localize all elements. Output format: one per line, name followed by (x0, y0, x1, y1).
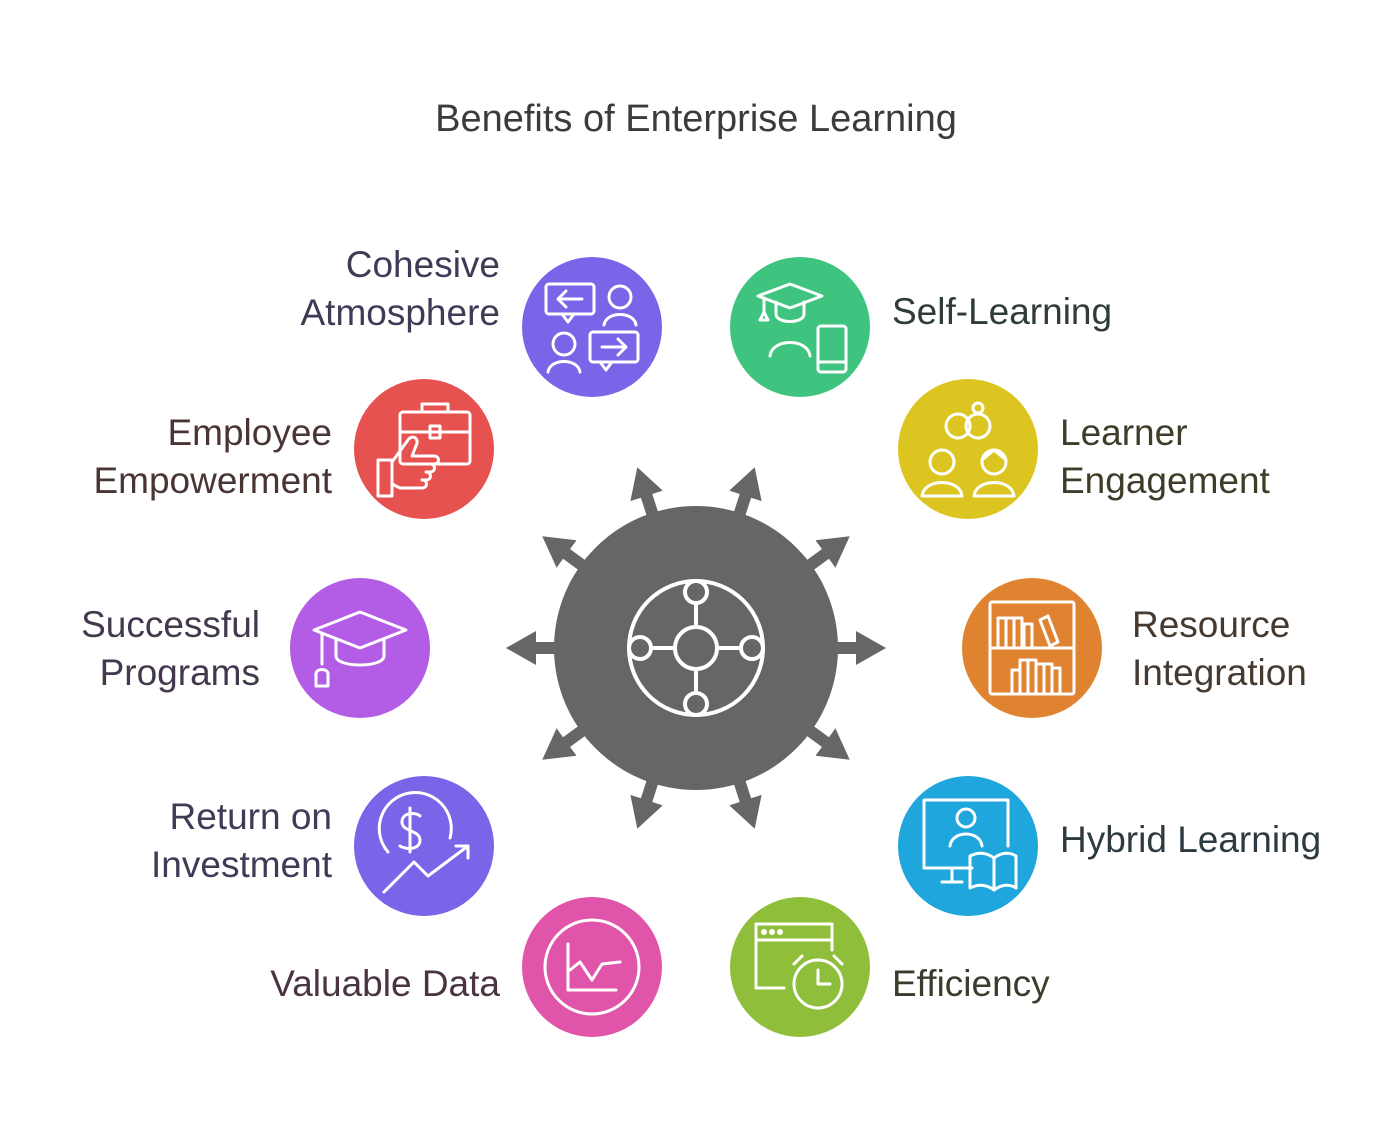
line-chart-icon (543, 918, 641, 1016)
arrow-2 (729, 467, 762, 527)
arrow-6 (826, 631, 886, 665)
benefit-circle-resource-integration (962, 578, 1102, 718)
arrow-5 (506, 631, 566, 665)
arrow-1 (630, 467, 663, 527)
benefit-circle-learner-engagement (898, 379, 1038, 519)
dollar-growth-icon (377, 791, 470, 894)
benefit-circle-efficiency (730, 897, 870, 1037)
bookshelf-icon (988, 600, 1076, 696)
hub-circle (554, 506, 838, 790)
arrow-9 (630, 769, 663, 829)
arrow-10 (729, 769, 762, 829)
briefcase-thumbsup-icon (376, 402, 472, 498)
monitor-book-icon (922, 798, 1018, 892)
arrows (506, 467, 886, 829)
benefit-label-self-learning: Self-Learning (892, 291, 1113, 332)
mortarboard-icon (312, 610, 408, 688)
benefit-circle-return-on-investment (354, 776, 494, 916)
group-learners-icon (920, 401, 1016, 498)
diagram-title: Benefits of Enterprise Learning (435, 98, 957, 140)
conversation-icon (544, 282, 640, 374)
benefit-label-hybrid-learning: Hybrid Learning (1060, 819, 1322, 860)
browser-clock-icon (754, 922, 844, 1010)
graduate-mobile-icon (756, 282, 848, 374)
benefit-label-valuable-data: Valuable Data (270, 963, 500, 1004)
network-hub-icon (627, 579, 765, 717)
benefit-circle-self-learning (730, 257, 870, 397)
benefit-circle-cohesive-atmosphere (522, 257, 662, 397)
benefit-circle-hybrid-learning (898, 776, 1038, 916)
benefit-circle-valuable-data (522, 897, 662, 1037)
benefit-circle-successful-programs (290, 578, 430, 718)
benefit-label-efficiency: Efficiency (892, 963, 1050, 1004)
benefit-circle-employee-empowerment (354, 379, 494, 519)
